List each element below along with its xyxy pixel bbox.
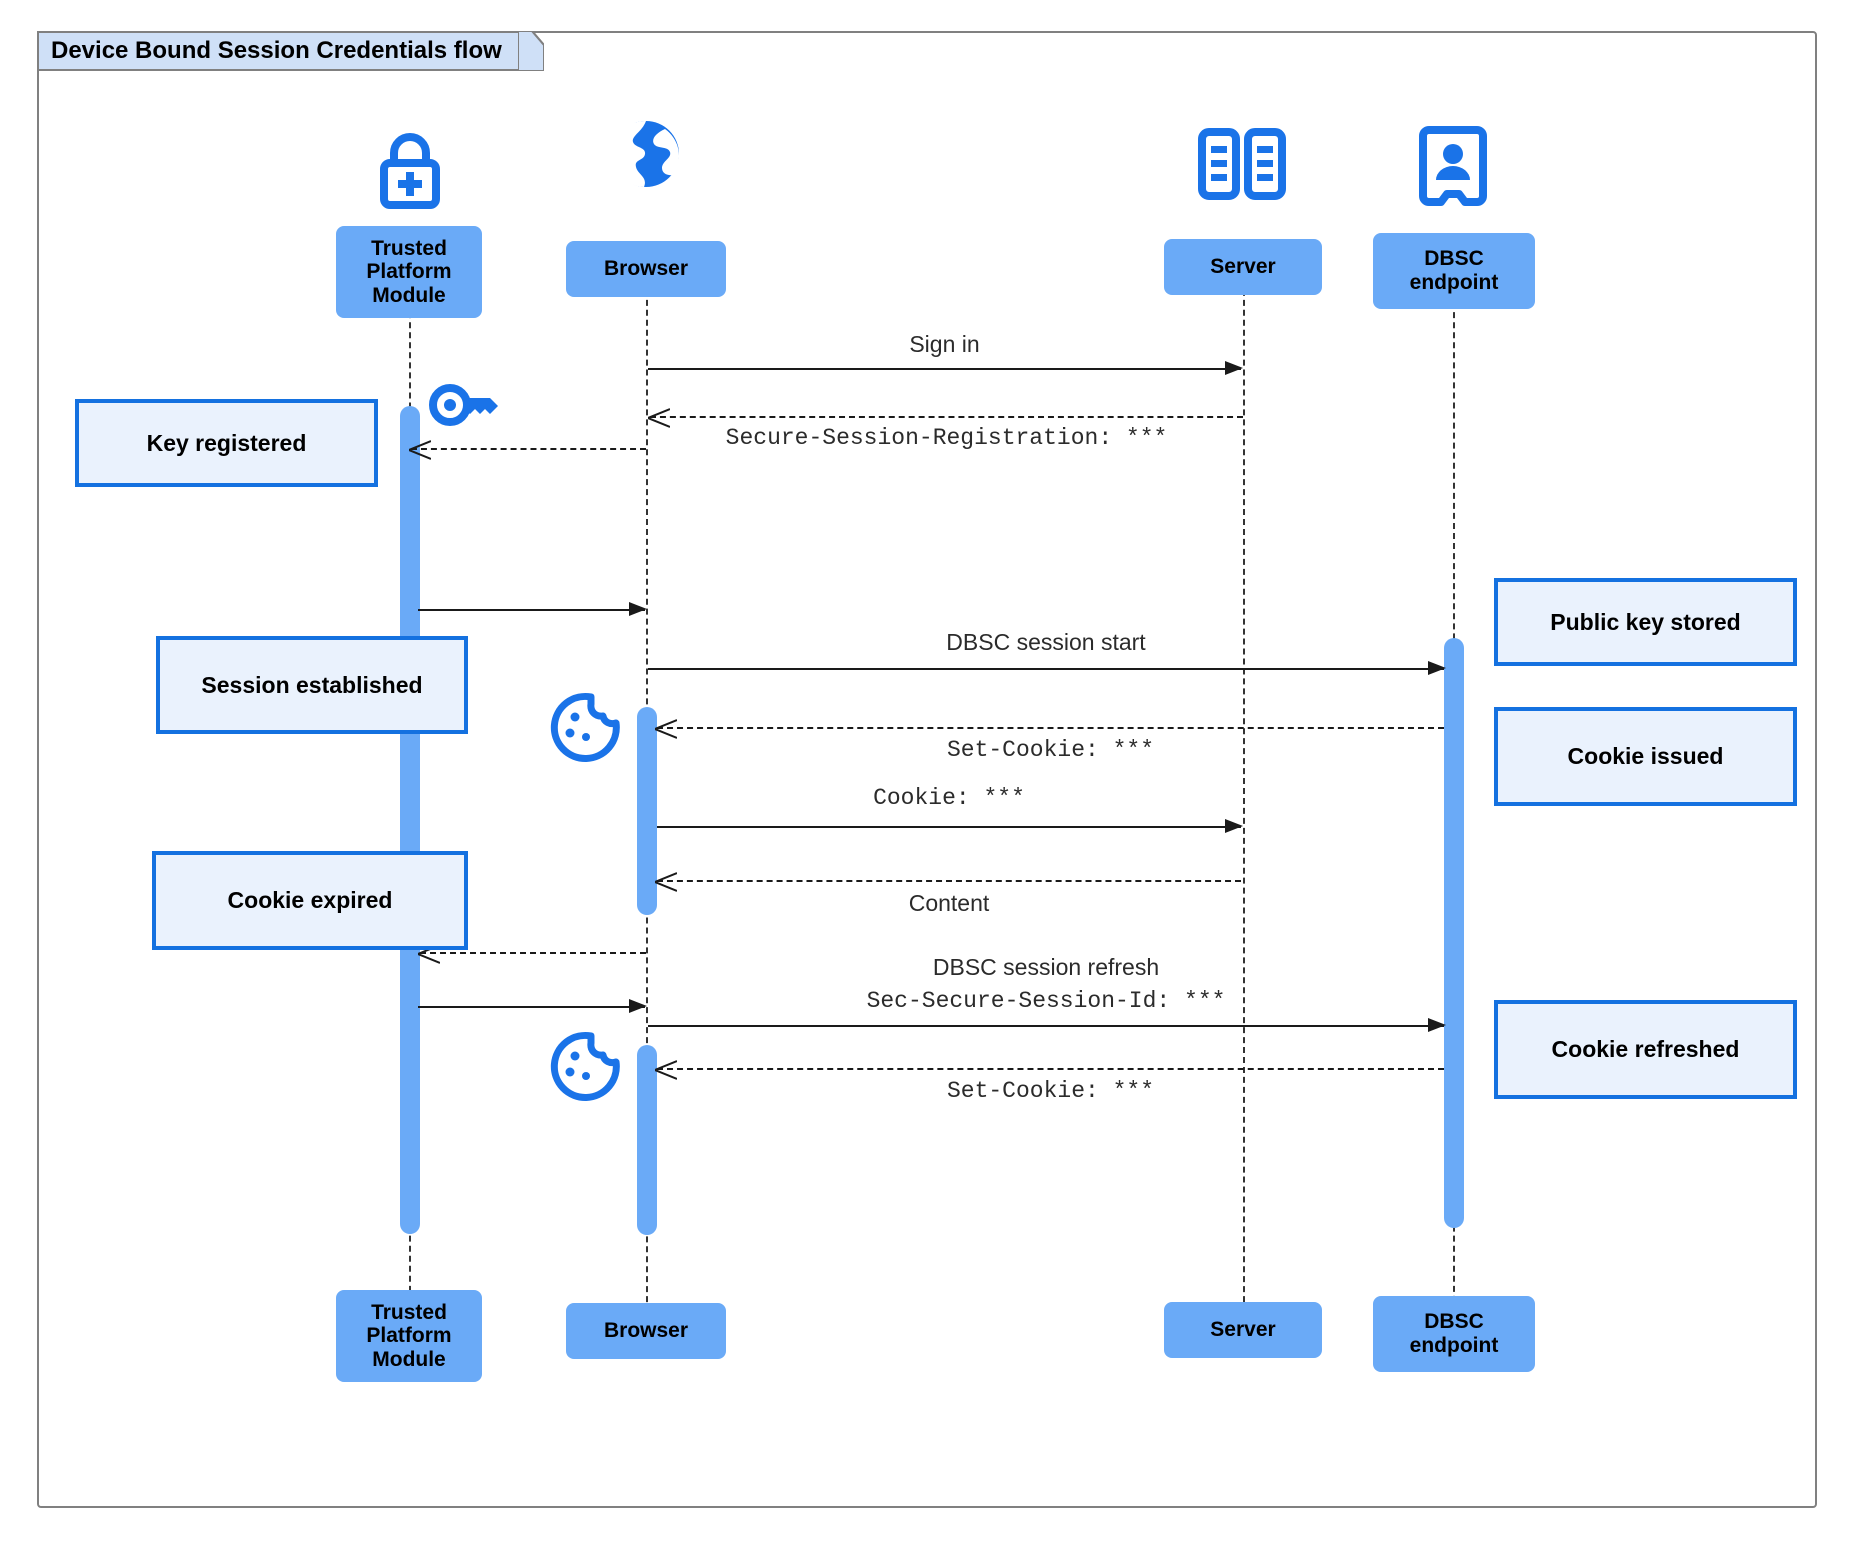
message-label: DBSC session start	[946, 629, 1146, 655]
arrowhead-left	[655, 871, 677, 892]
message-line	[648, 368, 1241, 370]
globe-icon	[604, 112, 688, 196]
participant-dbsc-bottom[interactable]: DBSC endpoint	[1373, 1296, 1535, 1372]
note-cookie-issued: Cookie issued	[1494, 707, 1797, 806]
message-line	[657, 880, 1241, 882]
message-label: Sign in	[909, 331, 980, 357]
arrowhead-right	[1428, 659, 1446, 677]
participant-browser-top[interactable]: Browser	[566, 241, 726, 297]
note-text: Session established	[201, 671, 423, 698]
activation-tpm	[400, 406, 420, 1234]
activation-browser-2	[637, 1045, 657, 1235]
note-key-registered: Key registered	[75, 399, 378, 487]
message-line	[420, 952, 646, 954]
frame-title: Device Bound Session Credentials flow	[51, 37, 502, 64]
message-label: Set-Cookie: ***	[946, 737, 1155, 763]
message-label-line2: Sec-Secure-Session-Id: ***	[866, 988, 1226, 1014]
participant-tpm-bottom[interactable]: Trusted Platform Module	[336, 1290, 482, 1382]
message-line	[648, 1025, 1444, 1027]
lock-plus-icon	[368, 127, 452, 211]
message-line	[650, 416, 1243, 418]
message-label: Secure-Session-Registration: ***	[725, 425, 1168, 451]
note-session-established: Session established	[156, 636, 468, 734]
message-line	[657, 727, 1444, 729]
arrowhead-right	[1428, 1016, 1446, 1034]
message-label: Cookie: ***	[873, 785, 1025, 811]
participant-label: Trusted Platform Module	[366, 1300, 452, 1371]
cookie-icon	[548, 1031, 620, 1103]
key-icon	[428, 380, 500, 430]
note-text: Cookie expired	[227, 887, 393, 914]
note-cookie-refreshed: Cookie refreshed	[1494, 1000, 1797, 1099]
message-label-line1: DBSC session refresh	[932, 954, 1160, 980]
lifeline-server	[1243, 250, 1245, 1332]
participant-tpm-top[interactable]: Trusted Platform Module	[336, 226, 482, 318]
server-racks-icon	[1196, 128, 1288, 200]
participant-label: Server	[1210, 255, 1276, 279]
message-line	[657, 826, 1241, 828]
note-text: Public key stored	[1550, 608, 1741, 635]
arrowhead-left	[655, 718, 677, 739]
message-line	[418, 1006, 645, 1008]
activation-browser-1	[637, 707, 657, 915]
message-label: Content	[908, 890, 990, 916]
participant-label: Browser	[603, 257, 689, 281]
participant-server-top[interactable]: Server	[1164, 239, 1322, 295]
arrowhead-right	[1225, 817, 1243, 835]
participant-label: Server	[1210, 1318, 1276, 1342]
arrowhead-right	[629, 997, 647, 1015]
note-public-key-stored: Public key stored	[1494, 578, 1797, 666]
message-line	[418, 609, 645, 611]
participant-browser-bottom[interactable]: Browser	[566, 1303, 726, 1359]
participant-label: Trusted Platform Module	[366, 236, 452, 307]
participant-server-bottom[interactable]: Server	[1164, 1302, 1322, 1358]
activation-dbsc	[1444, 638, 1464, 1228]
arrowhead-left	[655, 1059, 677, 1080]
arrowhead-left	[648, 407, 670, 428]
message-line	[648, 668, 1444, 670]
note-text: Key registered	[146, 429, 307, 456]
note-text: Cookie refreshed	[1551, 1036, 1740, 1063]
arrowhead-right	[629, 600, 647, 618]
arrowhead-right	[1225, 359, 1243, 377]
message-line	[411, 448, 646, 450]
participant-label: Browser	[603, 1319, 689, 1343]
participant-label: DBSC endpoint	[1409, 1310, 1499, 1357]
frame-tab-corner	[518, 31, 544, 71]
cookie-icon	[548, 692, 620, 764]
participant-label: DBSC endpoint	[1409, 247, 1499, 294]
arrowhead-left	[409, 439, 431, 460]
id-badge-icon	[1419, 126, 1487, 206]
note-text: Cookie issued	[1567, 743, 1724, 770]
participant-dbsc-top[interactable]: DBSC endpoint	[1373, 233, 1535, 309]
message-line	[657, 1068, 1444, 1070]
message-label: Set-Cookie: ***	[946, 1078, 1155, 1104]
frame-title-tab: Device Bound Session Credentials flow	[37, 31, 518, 71]
note-cookie-expired: Cookie expired	[152, 851, 468, 950]
